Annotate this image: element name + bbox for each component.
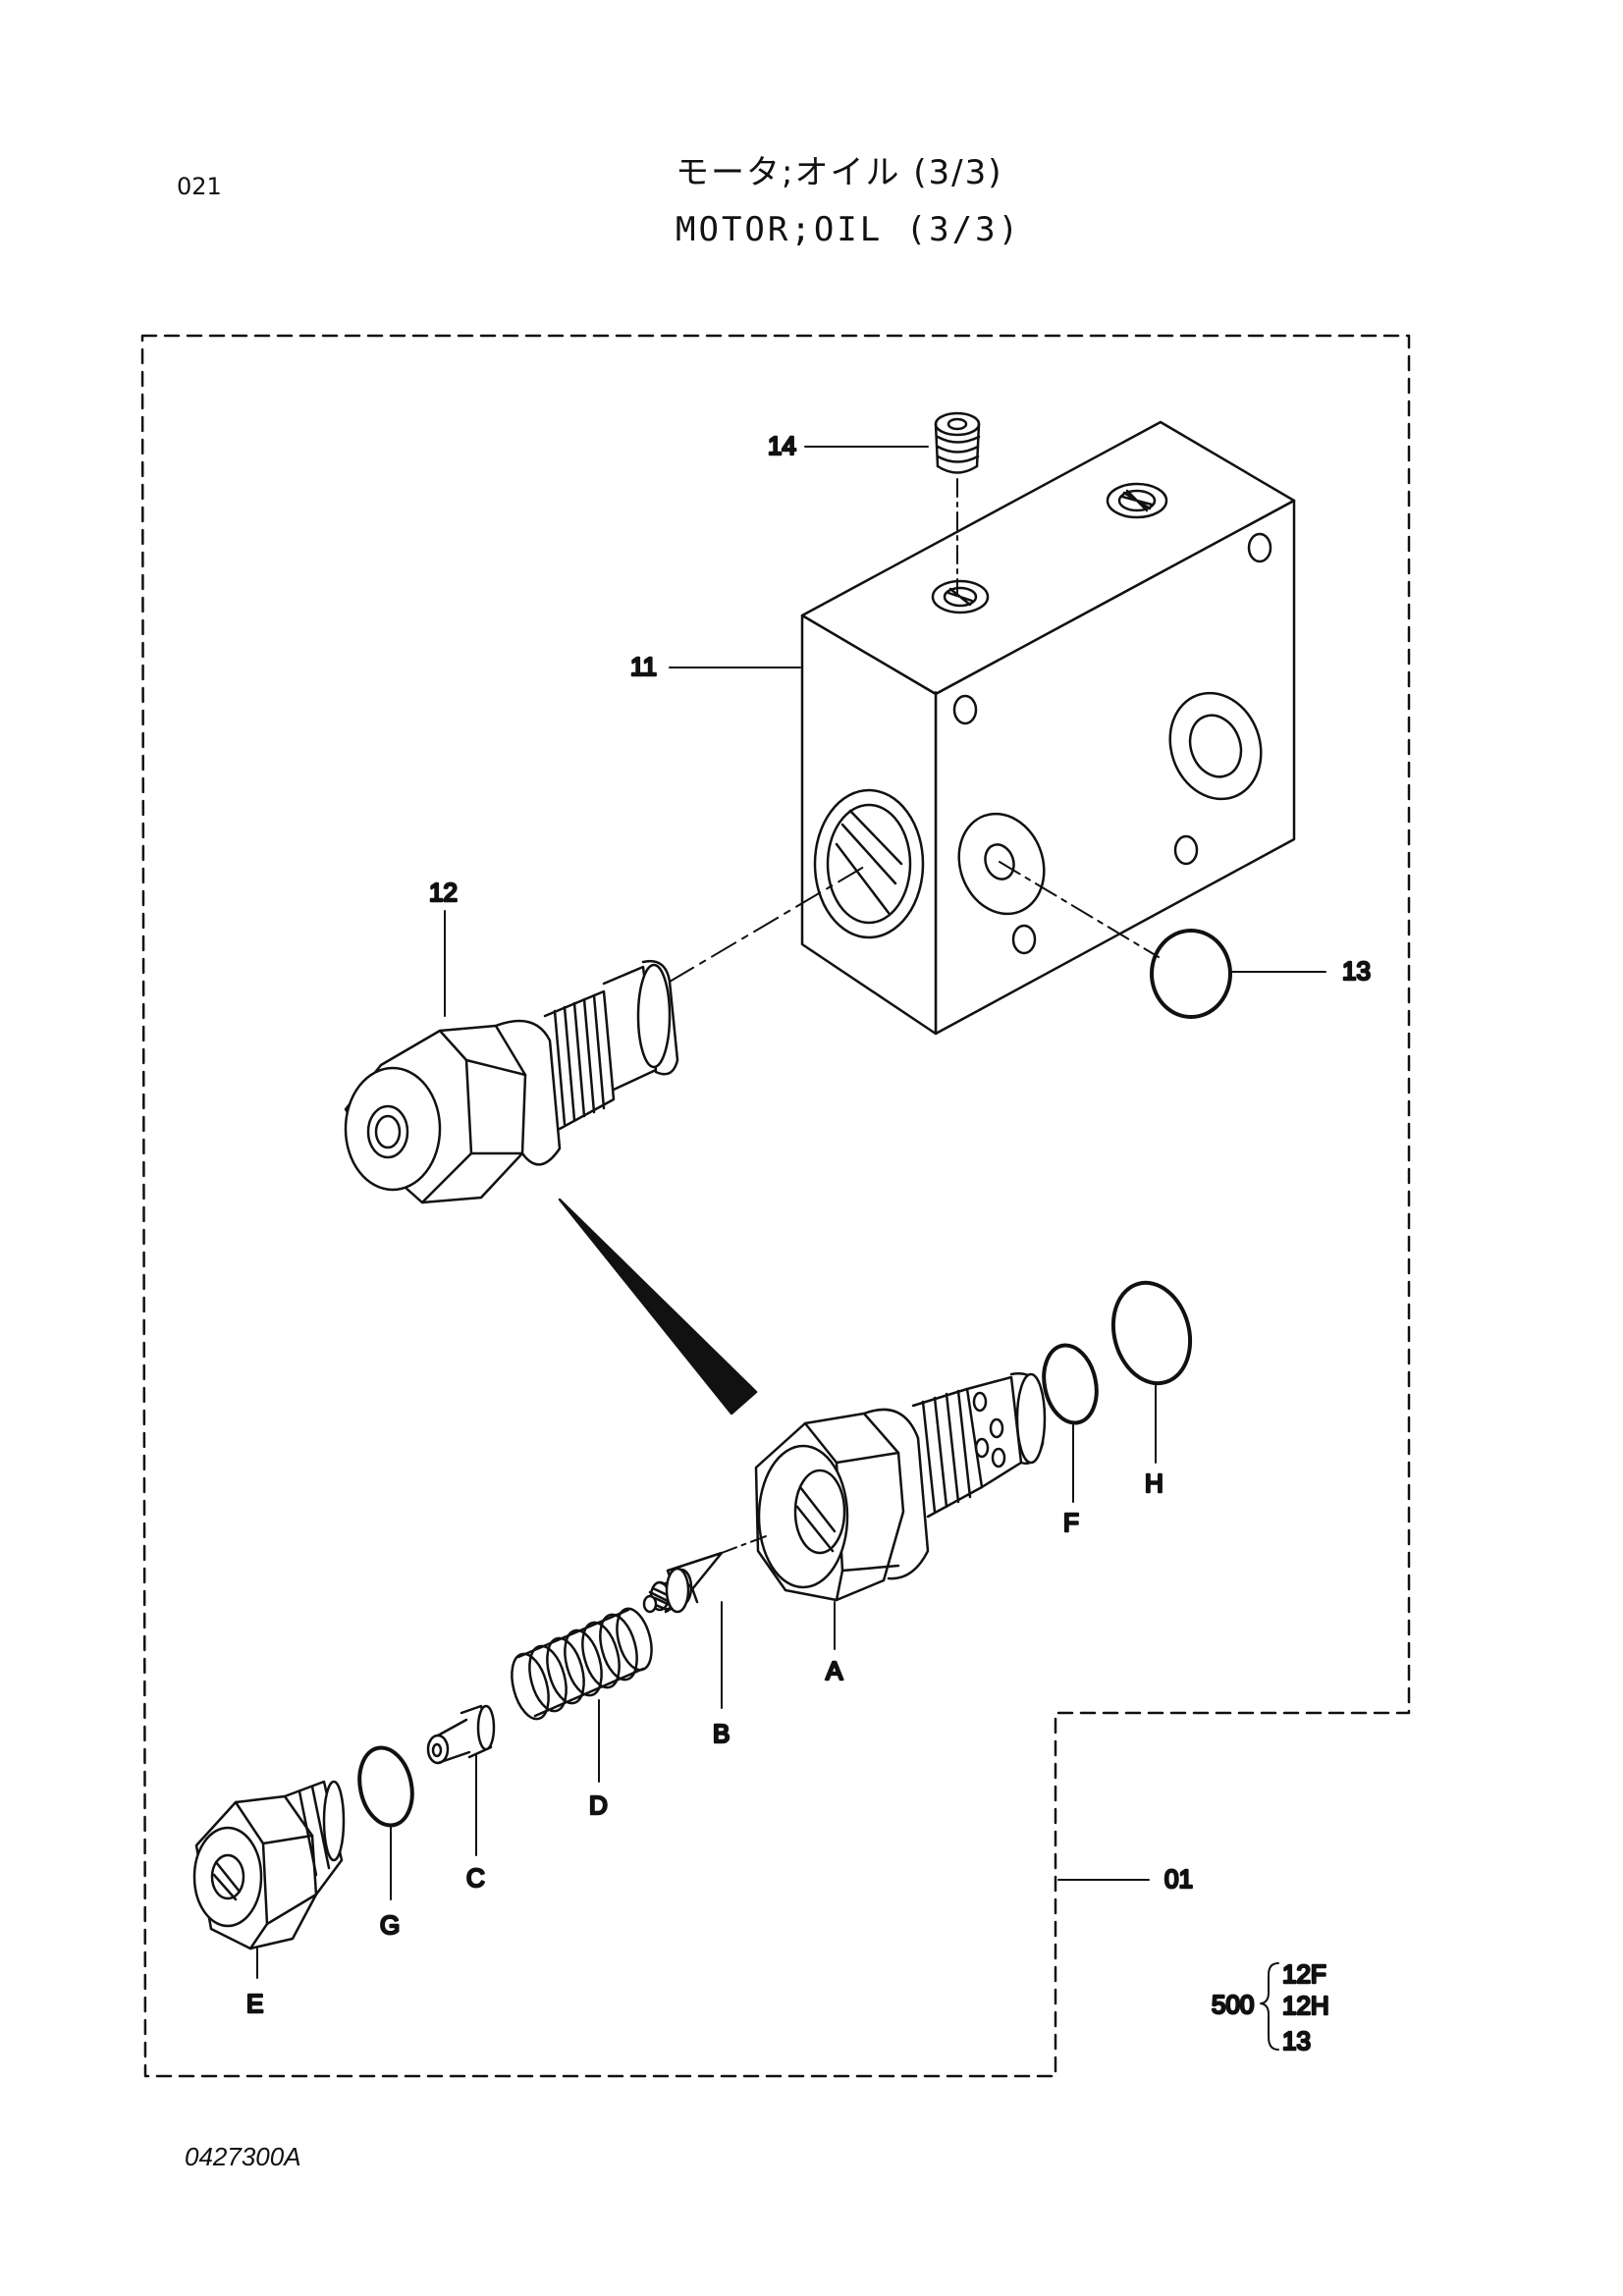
spacer-part-c [426,1704,496,1765]
valve-block-part-11 [800,420,1296,1036]
detail-pointer [558,1198,758,1415]
kit-item-12f: 12F [1282,1959,1326,1989]
drawing-number: 0427300A [185,2142,301,2171]
callout-01: 01 [1164,1864,1193,1894]
o-ring-part-h [1110,1280,1193,1386]
title-japanese: モータ;オイル (3/3) [676,153,1003,192]
page-number: 021 [177,173,222,200]
assembly-boundary [140,334,1411,2078]
plug-part-14 [934,411,981,474]
o-ring-part-13 [1150,929,1232,1019]
callout-14: 14 [768,431,796,460]
callout-a: A [826,1656,843,1685]
callout-h: H [1145,1468,1163,1498]
leader-lines [256,446,1326,1979]
sleeve-part-a [754,1372,1047,1602]
o-ring-part-f [1042,1343,1099,1425]
callout-b: B [713,1719,730,1748]
callout-d: D [589,1790,608,1820]
plug-part-e [192,1780,346,1950]
callout-12: 12 [429,878,458,907]
poppet-part-b [642,1535,767,1614]
o-ring-part-g [357,1745,414,1828]
title-english: MOTOR;OIL (3/3) [676,210,1022,249]
callout-g: G [380,1910,400,1940]
callout-c: C [466,1863,485,1893]
kit-item-13: 13 [1282,2026,1311,2056]
relief-valve-part-12 [344,959,679,1204]
callout-e: E [246,1989,263,2018]
callout-f: F [1063,1508,1079,1537]
kit-500-group: 500 12F 12H 13 [1211,1958,1330,2057]
callout-13: 13 [1342,956,1371,986]
spring-part-d [511,1607,653,1721]
kit-item-12h: 12H [1282,1991,1329,2020]
kit-number: 500 [1212,1990,1254,2019]
callout-11: 11 [630,652,657,681]
